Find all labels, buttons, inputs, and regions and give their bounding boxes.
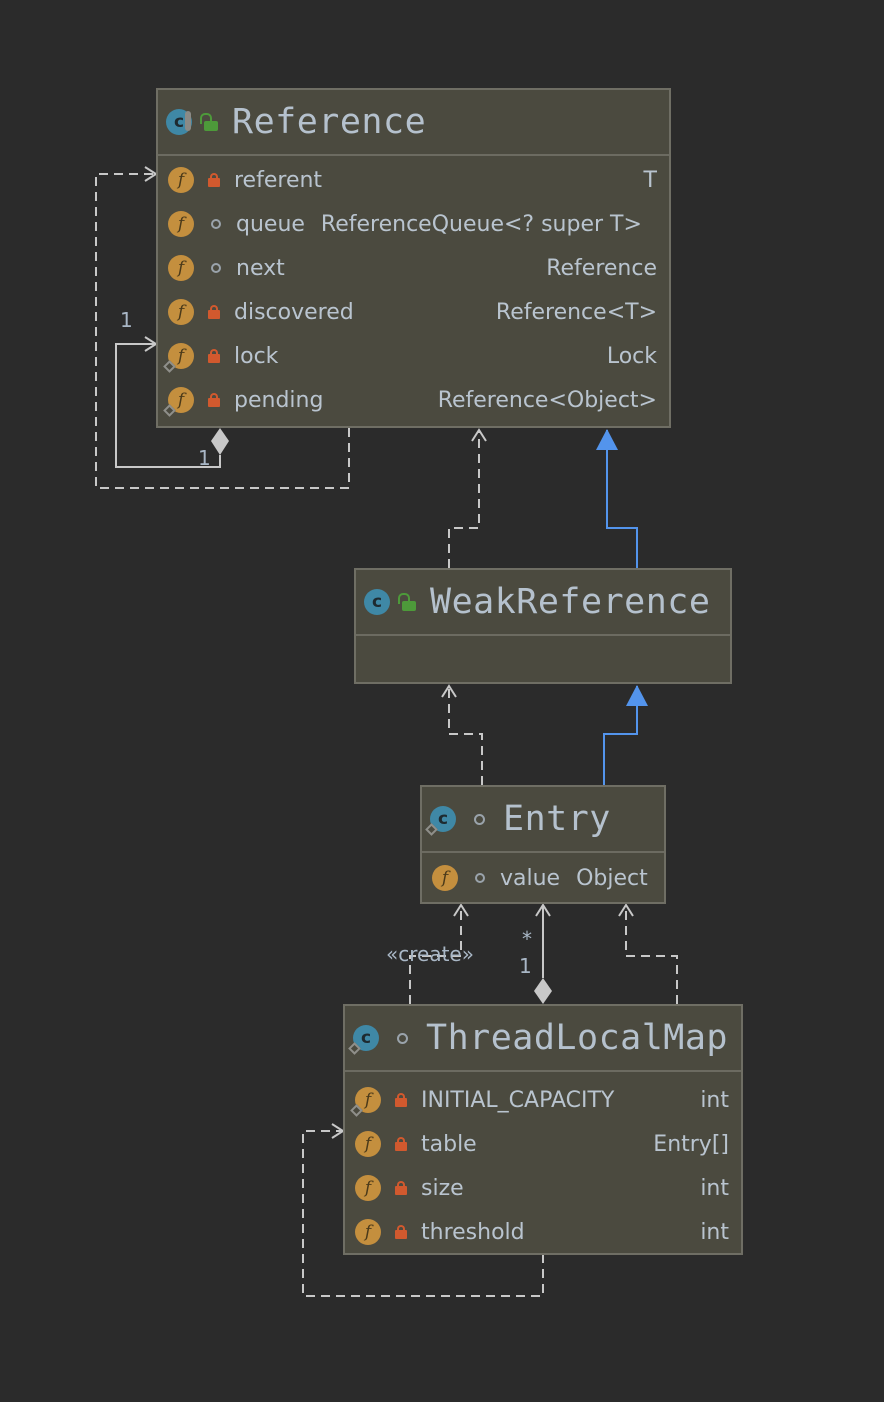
private-lock-icon	[208, 349, 220, 363]
package-private-icon	[211, 219, 221, 229]
threadlocalmap-class-node[interactable]: c ThreadLocalMap f INITIAL_CAPACITY int …	[343, 1004, 743, 1255]
reference-self-composition-edge	[115, 336, 221, 468]
package-private-icon	[474, 813, 485, 825]
reference-class-node[interactable]: c Reference f referent T f queue Referen…	[156, 88, 671, 428]
field-row[interactable]: f lock Lock	[158, 334, 669, 378]
public-visibility-icon	[200, 113, 220, 131]
entry-extends-weakref-edge	[603, 685, 648, 785]
entry-to-weakref-dependency-edge	[441, 684, 483, 785]
field-type: Reference	[546, 255, 657, 281]
field-icon: f	[168, 299, 194, 325]
threadlocalmap-class-title: ThreadLocalMap	[426, 1018, 729, 1058]
static-field-icon: f	[163, 343, 194, 373]
weakreference-class-node[interactable]: c WeakReference	[354, 568, 732, 684]
field-type: T	[643, 167, 657, 193]
threadlocalmap-class-header[interactable]: c ThreadLocalMap	[345, 1006, 741, 1072]
field-name: next	[236, 255, 285, 281]
field-type: ReferenceQueue<? super T>	[320, 211, 642, 237]
field-name: discovered	[234, 299, 354, 325]
field-type: int	[700, 1219, 729, 1245]
field-type: Entry[]	[653, 1131, 729, 1157]
public-visibility-icon	[398, 593, 418, 611]
weakref-to-reference-dependency-edge	[448, 428, 487, 568]
field-name: pending	[234, 387, 324, 413]
field-row[interactable]: f size int	[345, 1166, 741, 1210]
package-private-icon	[211, 263, 221, 273]
weakref-extends-reference-edge	[596, 429, 638, 568]
abstract-class-icon: c	[166, 109, 192, 135]
field-icon: f	[168, 211, 194, 237]
field-name: size	[421, 1175, 464, 1201]
reference-self-dependency-edge	[95, 166, 350, 489]
entry-multiplicity-one: 1	[519, 954, 532, 978]
field-row[interactable]: f pending Reference<Object>	[158, 378, 669, 422]
field-name: threshold	[421, 1219, 525, 1245]
private-lock-icon	[208, 393, 220, 407]
private-lock-icon	[395, 1093, 407, 1107]
field-name: value	[500, 865, 561, 891]
field-icon: f	[168, 255, 194, 281]
field-type: Lock	[606, 343, 657, 369]
field-row[interactable]: f value Object	[422, 856, 664, 900]
field-type: Reference<T>	[495, 299, 657, 325]
class-icon: c	[364, 589, 390, 615]
ref-self-multiplicity-bottom: 1	[198, 446, 211, 470]
static-final-field-icon: f	[350, 1087, 381, 1117]
field-icon: f	[168, 167, 194, 193]
field-name: table	[421, 1131, 477, 1157]
field-type: int	[700, 1175, 729, 1201]
reference-composition-diamond	[211, 428, 229, 455]
field-name: INITIAL_CAPACITY	[421, 1087, 615, 1113]
field-icon: f	[355, 1219, 381, 1245]
entry-class-title: Entry	[503, 799, 611, 839]
reference-class-title: Reference	[232, 102, 427, 142]
field-icon: f	[355, 1175, 381, 1201]
field-row[interactable]: f table Entry[]	[345, 1122, 741, 1166]
field-type: int	[700, 1087, 729, 1113]
field-type: Object	[576, 865, 648, 891]
weakreference-class-header[interactable]: c WeakReference	[356, 570, 730, 636]
private-lock-icon	[208, 173, 220, 187]
field-row[interactable]: f discovered Reference<T>	[158, 290, 669, 334]
field-row[interactable]: f INITIAL_CAPACITY int	[345, 1078, 741, 1122]
private-lock-icon	[208, 305, 220, 319]
package-private-icon	[475, 873, 485, 883]
field-icon: f	[355, 1131, 381, 1157]
entry-class-node[interactable]: c Entry f value Object	[420, 785, 666, 904]
reference-class-header[interactable]: c Reference	[158, 90, 669, 156]
static-class-icon: c	[425, 806, 456, 836]
tlm-to-entry-dependency-edge	[618, 903, 678, 1004]
tlm-composition-diamond	[534, 978, 552, 1004]
field-icon: f	[432, 865, 458, 891]
package-private-icon	[397, 1032, 408, 1044]
create-stereotype-label: «create»	[386, 942, 474, 966]
field-name: queue	[236, 211, 305, 237]
private-lock-icon	[395, 1137, 407, 1151]
field-row[interactable]: f referent T	[158, 158, 669, 202]
ref-self-multiplicity-top: 1	[120, 308, 133, 332]
static-class-icon: c	[348, 1025, 379, 1055]
entry-class-header[interactable]: c Entry	[422, 787, 664, 853]
weakreference-empty-fields	[356, 636, 730, 680]
field-row[interactable]: f queue ReferenceQueue<? super T>	[158, 202, 669, 246]
field-row[interactable]: f threshold int	[345, 1210, 741, 1254]
field-type: Reference<Object>	[437, 387, 657, 413]
weakreference-class-title: WeakReference	[430, 582, 711, 622]
field-name: lock	[234, 343, 279, 369]
field-row[interactable]: f next Reference	[158, 246, 669, 290]
static-field-icon: f	[163, 387, 194, 417]
private-lock-icon	[395, 1181, 407, 1195]
tlm-creates-entry-edge	[409, 903, 469, 1004]
entry-multiplicity-star: *	[522, 927, 532, 951]
private-lock-icon	[395, 1225, 407, 1239]
field-name: referent	[234, 167, 323, 193]
